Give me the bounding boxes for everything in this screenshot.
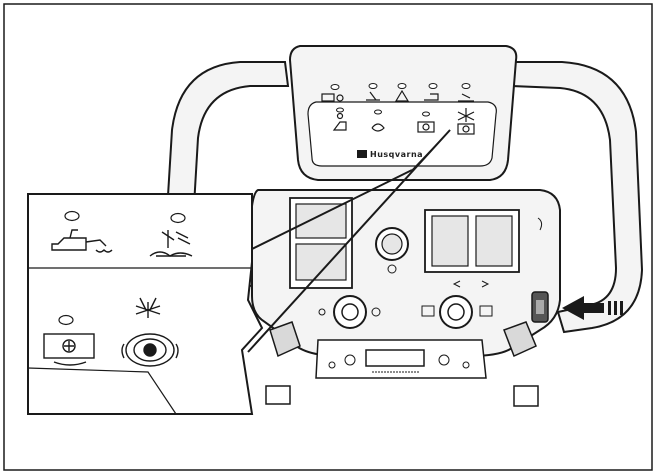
stop-symbol-icon	[387, 264, 397, 274]
stop-button-cap	[381, 233, 403, 255]
remote-signal-icon	[121, 297, 179, 367]
right-joystick-left-icon	[421, 305, 435, 317]
right-grip	[503, 321, 537, 358]
temperature-icon	[149, 230, 193, 257]
callout-led-oil	[64, 210, 80, 222]
callout-box	[27, 193, 264, 415]
panel-leds-row-bottom	[336, 107, 430, 117]
right-switch-right	[475, 215, 513, 267]
callout-led-battery	[58, 314, 74, 326]
panel-led-row-top	[330, 83, 471, 90]
callout-led-temperature	[170, 212, 186, 224]
right-foot	[513, 385, 539, 407]
right-joystick-right-icon	[479, 305, 493, 317]
control-body	[251, 189, 561, 407]
panel-icon-row-top	[321, 89, 474, 102]
panel-icon-row-bottom	[332, 108, 475, 135]
left-joystick-knob	[341, 303, 359, 321]
right-switch-left	[431, 215, 469, 267]
arrow-left-icon	[562, 296, 623, 320]
label-plate	[365, 349, 425, 367]
right-joystick-knob	[447, 303, 465, 321]
left-joystick-minus-icon	[318, 308, 326, 316]
lower-left-screw-icon	[344, 354, 356, 366]
left-switch-upper	[295, 203, 347, 239]
side-symbol-icon	[537, 217, 543, 231]
callout-leader-lines	[247, 129, 451, 353]
right-switch-arrows-icon	[452, 280, 490, 288]
lower-right-screw-icon	[438, 354, 450, 366]
lower-left-button-icon	[328, 361, 336, 369]
left-joystick-plus-icon	[371, 307, 381, 317]
brand-label: Husqvarna	[370, 150, 423, 159]
brand-logo-icon	[357, 150, 367, 158]
left-foot	[265, 385, 291, 405]
left-switch-lower	[295, 243, 347, 281]
battery-warning-icon	[43, 333, 95, 366]
oil-can-icon	[51, 229, 113, 253]
side-button-label-icon	[536, 300, 544, 314]
display-panel: Husqvarna	[288, 45, 518, 181]
left-grip	[269, 321, 301, 358]
lower-right-button-icon	[462, 361, 470, 369]
